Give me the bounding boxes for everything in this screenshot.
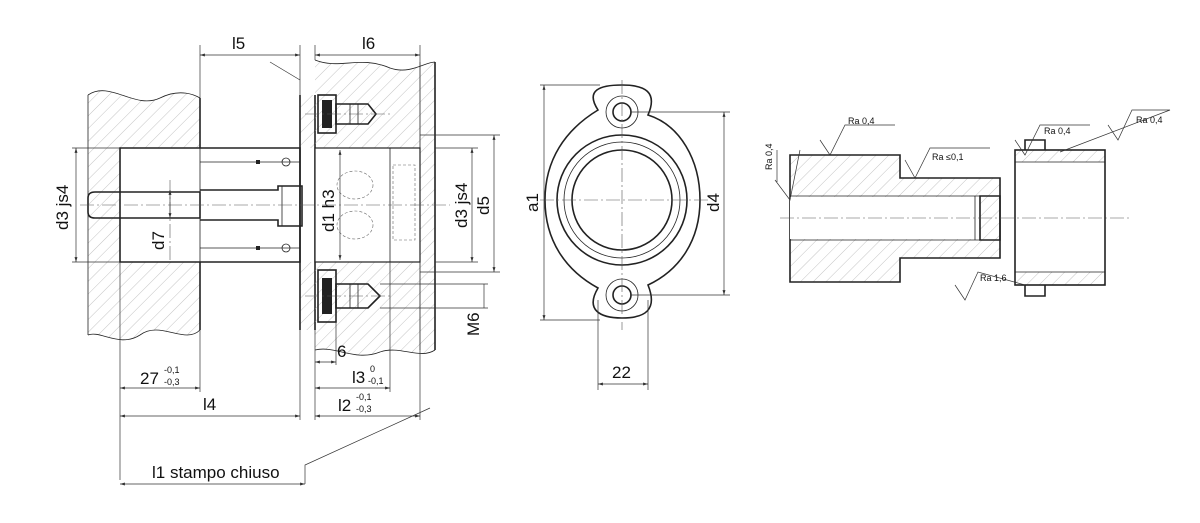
roughness-ra-top-left: Ra 0,4: [819, 116, 895, 156]
left-mold-block: [88, 90, 200, 340]
label-l3-tol-lower: -0,1: [368, 376, 384, 386]
label-d7: d7: [149, 231, 168, 250]
label-l3-tol-upper: 0: [370, 364, 375, 374]
label-d5: d5: [474, 196, 493, 215]
middle-plate: [300, 95, 315, 330]
label-22: 22: [612, 363, 631, 382]
label-m6: M6: [464, 312, 483, 336]
label-d3js4-left: d3 js4: [53, 185, 72, 230]
detail-view-right: Ra 0,4 Ra 0,4 Ra ≤0,1 Ra 1,6 Ra 0,4 Ra 0…: [764, 109, 1171, 301]
label-l2: l2: [338, 396, 351, 415]
roughness-ra-top-mid: Ra 0,4: [1014, 124, 1090, 156]
svg-text:Ra 1,6: Ra 1,6: [980, 273, 1007, 283]
label-27-tol-lower: -0,3: [164, 377, 180, 387]
label-d3js4-right: d3 js4: [452, 183, 471, 228]
front-view-middle: a1 d4 22: [523, 80, 730, 390]
label-d1h3: d1 h3: [319, 189, 338, 232]
roughness-ra-bottom: Ra 1,6: [954, 271, 1026, 301]
label-l6: l6: [362, 34, 375, 53]
label-l3: l3: [352, 368, 365, 387]
label-d4: d4: [704, 193, 723, 212]
label-l2-tol-upper: -0,1: [356, 392, 372, 402]
pin: [87, 191, 201, 219]
flange-outline: [544, 84, 701, 319]
label-l5: l5: [232, 34, 245, 53]
label-27: 27: [140, 369, 159, 388]
label-l4: l4: [203, 395, 216, 414]
label-27-tol-upper: -0,1: [164, 365, 180, 375]
label-six: 6: [337, 342, 346, 361]
roughness-ra-top-right: Ra 0,4: [1059, 109, 1171, 153]
svg-text:Ra 0,4: Ra 0,4: [764, 143, 774, 170]
sleeve-piece: [1015, 150, 1105, 285]
roughness-ra-le: Ra ≤0,1: [904, 147, 990, 179]
svg-text:Ra 0,4: Ra 0,4: [1136, 115, 1163, 125]
label-l2-tol-lower: -0,3: [356, 404, 372, 414]
roughness-ra-left-vertical: Ra 0,4: [764, 143, 801, 201]
svg-text:Ra 0,4: Ra 0,4: [1044, 126, 1071, 136]
label-a1: a1: [523, 193, 542, 212]
label-l1: l1 stampo chiuso: [152, 463, 280, 482]
svg-text:Ra ≤0,1: Ra ≤0,1: [932, 152, 963, 162]
svg-text:Ra 0,4: Ra 0,4: [848, 116, 875, 126]
section-view-left: l5 l6 d3 js4 d7 d1 h3 d3 js4 d5 M6 6: [53, 34, 500, 486]
